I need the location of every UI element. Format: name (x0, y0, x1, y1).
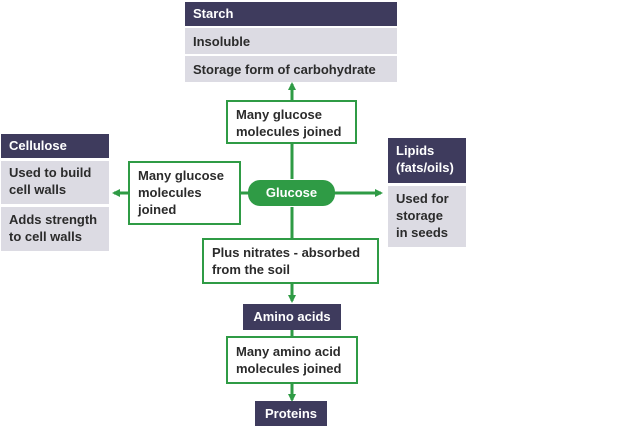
lipids-property-storage: Used for storage in seeds (388, 186, 466, 247)
starch-title: Starch (185, 2, 397, 26)
starch-property-storage: Storage form of carbohydrate (185, 56, 397, 82)
link-label-to-cellulose: Many glucose molecules joined (128, 161, 241, 225)
proteins-box: Proteins (255, 401, 327, 426)
starch-property-insoluble: Insoluble (185, 28, 397, 54)
cellulose-property-strength: Adds strength to cell walls (1, 207, 109, 251)
amino-acids-box: Amino acids (243, 304, 341, 330)
lipids-title: Lipids (fats/oils) (388, 138, 466, 183)
cellulose-title: Cellulose (1, 134, 109, 158)
link-label-to-proteins: Many amino acid molecules joined (226, 336, 358, 384)
glucose-node: Glucose (248, 180, 335, 206)
cellulose-property-build: Used to build cell walls (1, 161, 109, 204)
link-label-to-starch: Many glucose molecules joined (226, 100, 357, 144)
link-label-to-amino-acids: Plus nitrates - absorbed from the soil (202, 238, 379, 284)
